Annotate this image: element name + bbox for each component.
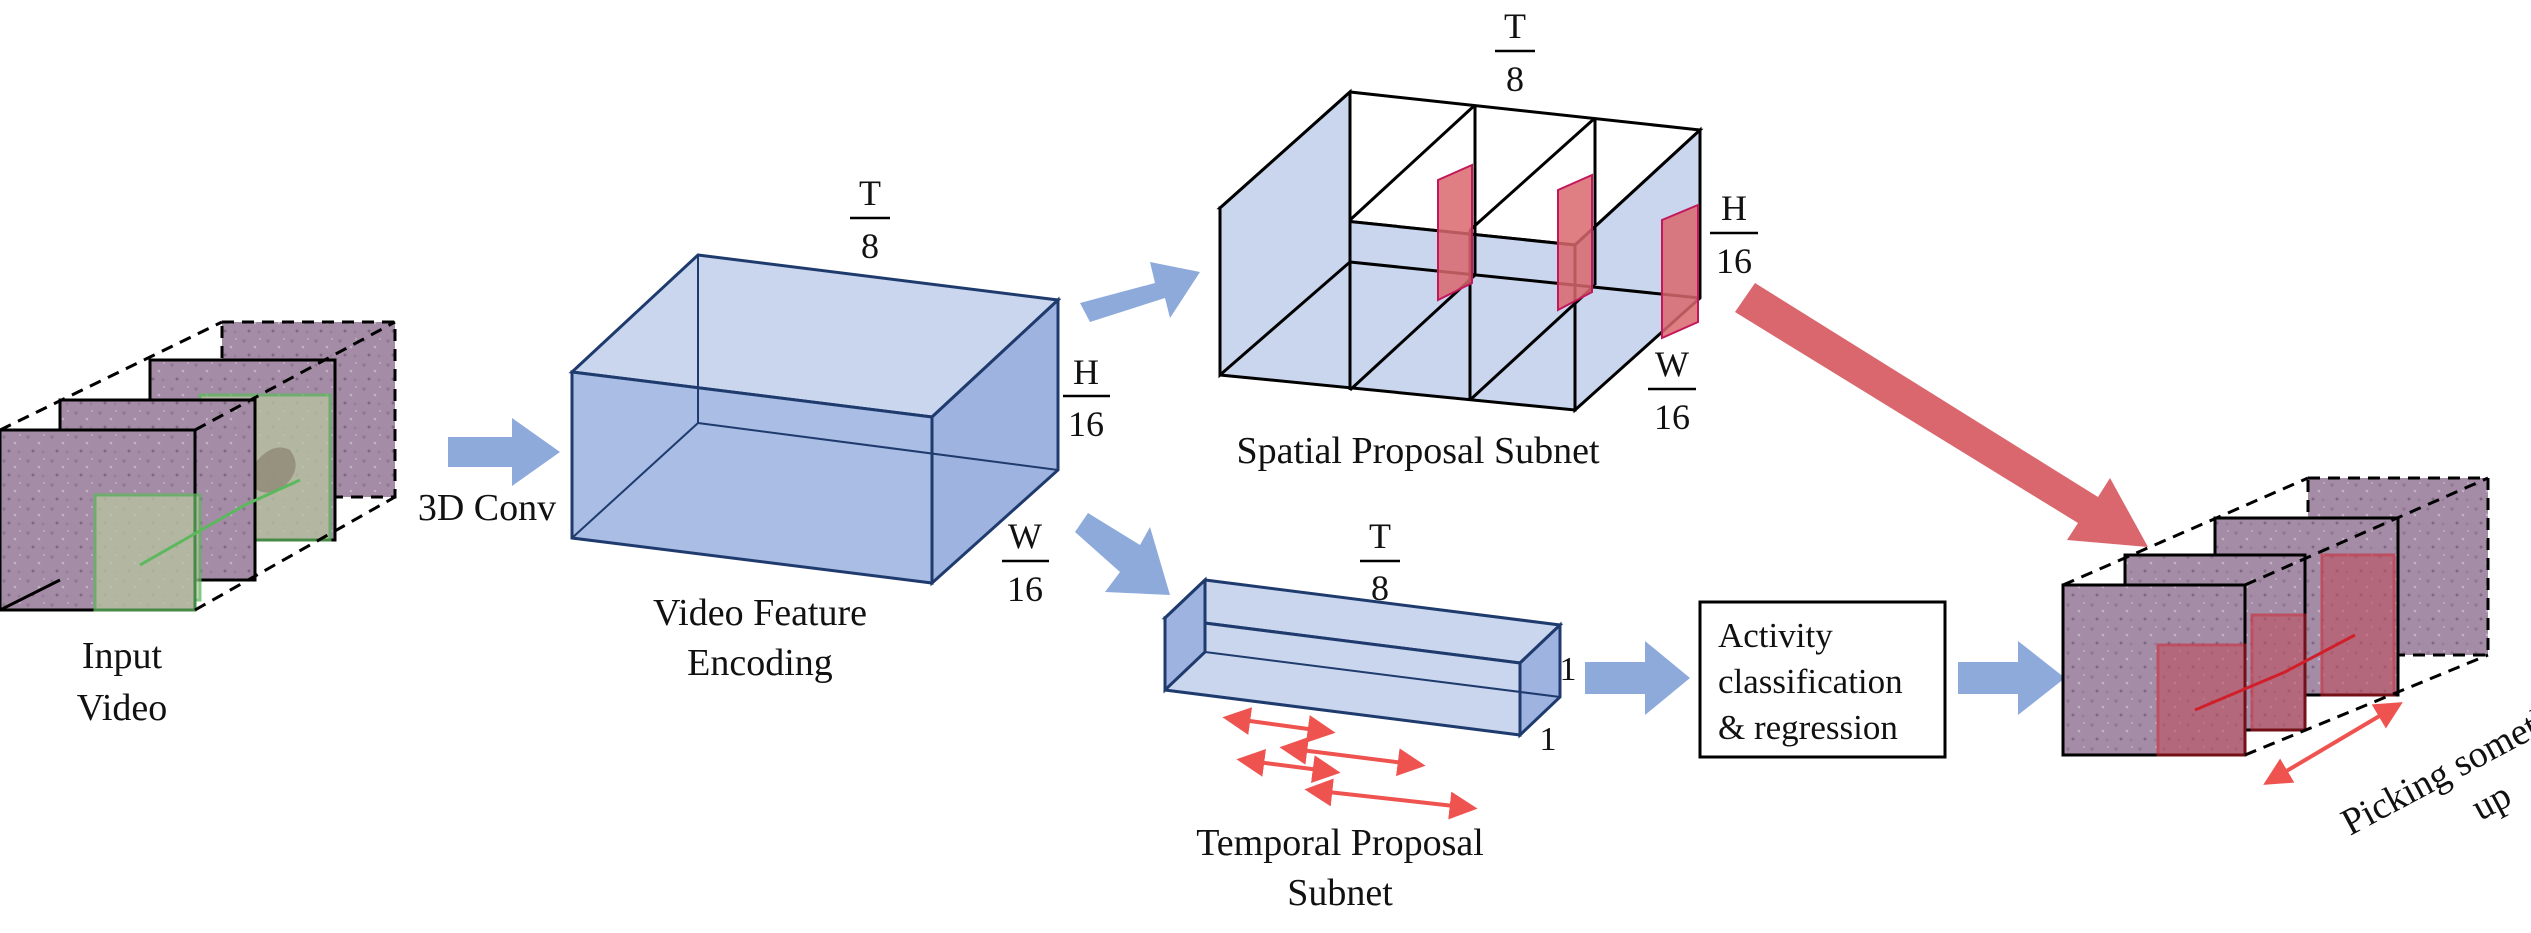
arrow-to-classification	[1585, 641, 1690, 715]
spatial-to-result-arrow	[1735, 283, 2148, 547]
arrow-to-temporal-subnet	[1075, 513, 1170, 595]
classification-box: Activity classification & regression	[1698, 600, 1947, 759]
encoding-w-label: W	[1008, 516, 1042, 556]
temporal-t-denominator: 8	[1371, 568, 1389, 608]
spatial-proposal-cube	[1216, 88, 1704, 414]
spatial-t-label: T	[1504, 6, 1526, 46]
arrow-to-result	[1958, 641, 2065, 715]
spatial-w-denominator: 16	[1654, 397, 1690, 437]
encoding-t-label: T	[859, 173, 881, 213]
temporal-segment-4	[1304, 778, 1478, 820]
encoding-h-label: H	[1073, 352, 1099, 392]
temporal-width-label: 1	[1540, 721, 1557, 758]
classification-line2: classification	[1718, 662, 1903, 701]
conv-label: 3D Conv	[418, 487, 556, 529]
classification-line1: Activity	[1718, 616, 1833, 655]
conv-arrow	[448, 418, 560, 486]
result-video-frames	[2061, 476, 2490, 757]
green-trajectory	[139, 478, 301, 567]
feature-encoding-cube	[568, 253, 1062, 587]
arrow-to-spatial-subnet	[1080, 262, 1200, 322]
video-cube-edges	[0, 320, 396, 612]
encoding-t-denominator: 8	[861, 226, 879, 266]
temporal-subnet-label-line1: Temporal Proposal	[1196, 822, 1484, 864]
feature-encoding-label-line2: Encoding	[687, 642, 833, 684]
spatial-t-denominator: 8	[1506, 59, 1524, 99]
result-duration-arrow	[2263, 702, 2403, 785]
temporal-t-label: T	[1369, 516, 1391, 556]
spatial-h-denominator: 16	[1716, 241, 1752, 281]
classification-line3: & regression	[1718, 708, 1898, 747]
temporal-segment-2	[1279, 736, 1426, 777]
input-video-frames	[0, 320, 397, 612]
temporal-proposal-segments	[1222, 707, 1478, 820]
video-frame-0	[0, 428, 197, 612]
spatial-w-label: W	[1655, 344, 1689, 384]
feature-encoding-label-line1: Video Feature	[653, 592, 867, 634]
result-caption-line2: up	[2465, 774, 2518, 829]
temporal-height-label: 1	[1560, 651, 1577, 688]
encoding-h-denominator: 16	[1068, 404, 1104, 444]
temporal-subnet-label-line2: Subnet	[1287, 872, 1393, 914]
input-video-label-line2: Video	[77, 687, 168, 729]
temporal-proposal-cube	[1161, 576, 1564, 739]
input-video-label-line1: Input	[82, 635, 163, 677]
encoding-w-denominator: 16	[1007, 569, 1043, 609]
result-frame-0	[2061, 583, 2247, 757]
red-trajectory	[2194, 633, 2356, 712]
temporal-segment-3	[1236, 748, 1341, 784]
spatial-subnet-label: Spatial Proposal Subnet	[1236, 430, 1600, 472]
spatial-proposal-red-regions	[1437, 163, 1699, 340]
spatial-h-label: H	[1721, 188, 1747, 228]
temporal-segment-1	[1222, 707, 1336, 743]
